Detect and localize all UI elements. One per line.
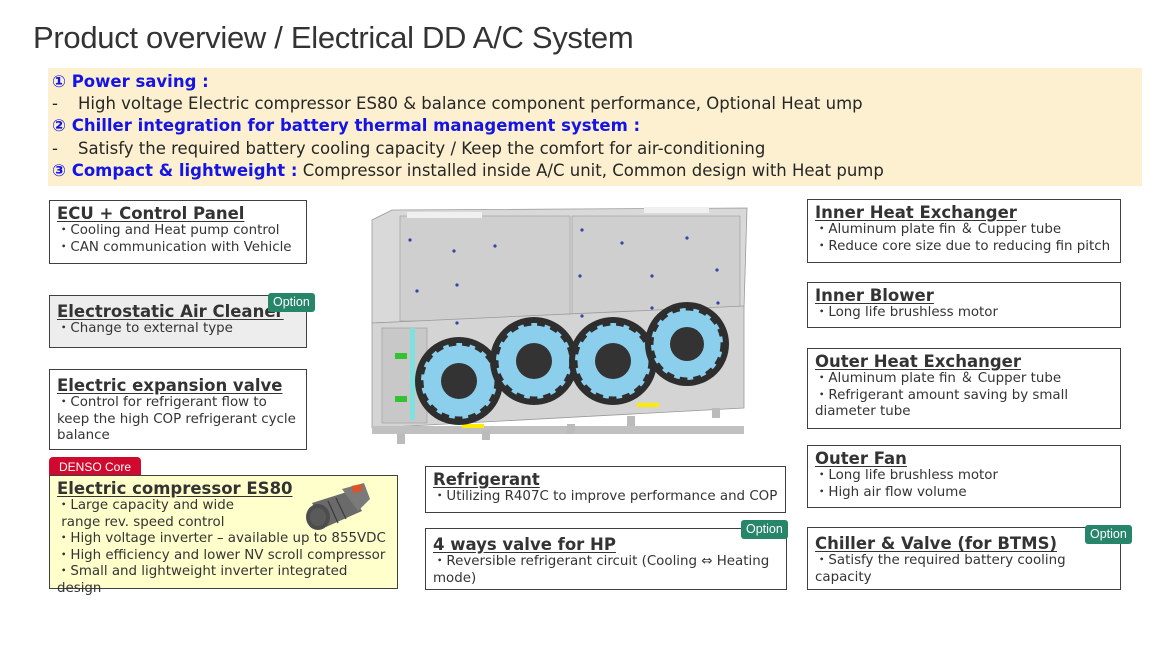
card-title: 4 ways valve for HP (433, 535, 616, 554)
card-refrigerant: Refrigerant ・Utilizing R407C to improve … (425, 466, 786, 513)
compressor-illustration (306, 483, 370, 530)
summary-heading: ③ Compact & lightweight : (52, 160, 298, 180)
summary-heading: ② Chiller integration for battery therma… (52, 116, 641, 136)
summary-detail-2: -Satisfy the required battery cooling ca… (52, 138, 766, 158)
card-title: Outer Fan (815, 449, 907, 468)
summary-item-3: ③ Compact & lightweight : Compressor ins… (52, 160, 884, 180)
fan-4 (645, 302, 729, 386)
fan-2 (490, 317, 578, 405)
card-outer-heat-exchanger: Outer Heat Exchanger ・Aluminum plate fin… (807, 348, 1121, 429)
card-electric-expansion-valve: Electric expansion valve ・Control for re… (49, 369, 307, 450)
card-electrostatic-air-cleaner: Electrostatic Air Cleaner ・Change to ext… (49, 295, 307, 348)
option-badge: Option (268, 293, 315, 312)
page-title: Product overview / Electrical DD A/C Sys… (33, 20, 634, 55)
card-title: Electrostatic Air Cleaner (57, 302, 284, 321)
card-title: Refrigerant (433, 470, 540, 489)
card-outer-fan: Outer Fan ・Long life brushless motor・Hig… (807, 445, 1121, 508)
card-title: Electric compressor ES80 (57, 479, 293, 498)
fan-1 (415, 337, 503, 425)
card-inner-heat-exchanger: Inner Heat Exchanger ・Aluminum plate fin… (807, 199, 1121, 263)
fan-3 (569, 317, 657, 405)
ac-unit-illustration (371, 207, 748, 444)
card-title: ECU + Control Panel (57, 204, 245, 223)
card-title: Inner Blower (815, 286, 934, 305)
summary-heading: ① Power saving : (52, 72, 209, 91)
card-title: Inner Heat Exchanger (815, 203, 1017, 222)
card-inner-blower: Inner Blower ・Long life brushless motor (807, 282, 1121, 328)
card-4-ways-valve: 4 ways valve for HP ・Reversible refriger… (425, 528, 787, 590)
card-chiller-valve: Chiller & Valve (for BTMS) ・Satisfy the … (807, 527, 1121, 590)
card-title: Electric expansion valve (57, 376, 283, 395)
summary-item-2: ② Chiller integration for battery therma… (52, 115, 1142, 137)
card-title: Chiller & Valve (for BTMS) (815, 534, 1057, 553)
outer-fans (415, 302, 729, 425)
summary-detail-1: -High voltage Electric compressor ES80 &… (52, 94, 863, 114)
summary-panel: ① Power saving : -High voltage Electric … (48, 68, 1142, 186)
denso-core-badge: DENSO Core (49, 457, 142, 476)
summary-item-1: ① Power saving : (52, 71, 1142, 93)
panel-screws (408, 228, 720, 325)
card-ecu-control-panel: ECU + Control Panel ・Cooling and Heat pu… (49, 200, 307, 264)
option-badge: Option (741, 520, 788, 539)
compressor-body (306, 483, 370, 530)
card-title: Outer Heat Exchanger (815, 352, 1021, 371)
card-electric-compressor-es80: Electric compressor ES80 ・Large capacity… (49, 475, 398, 596)
option-badge: Option (1085, 525, 1132, 544)
